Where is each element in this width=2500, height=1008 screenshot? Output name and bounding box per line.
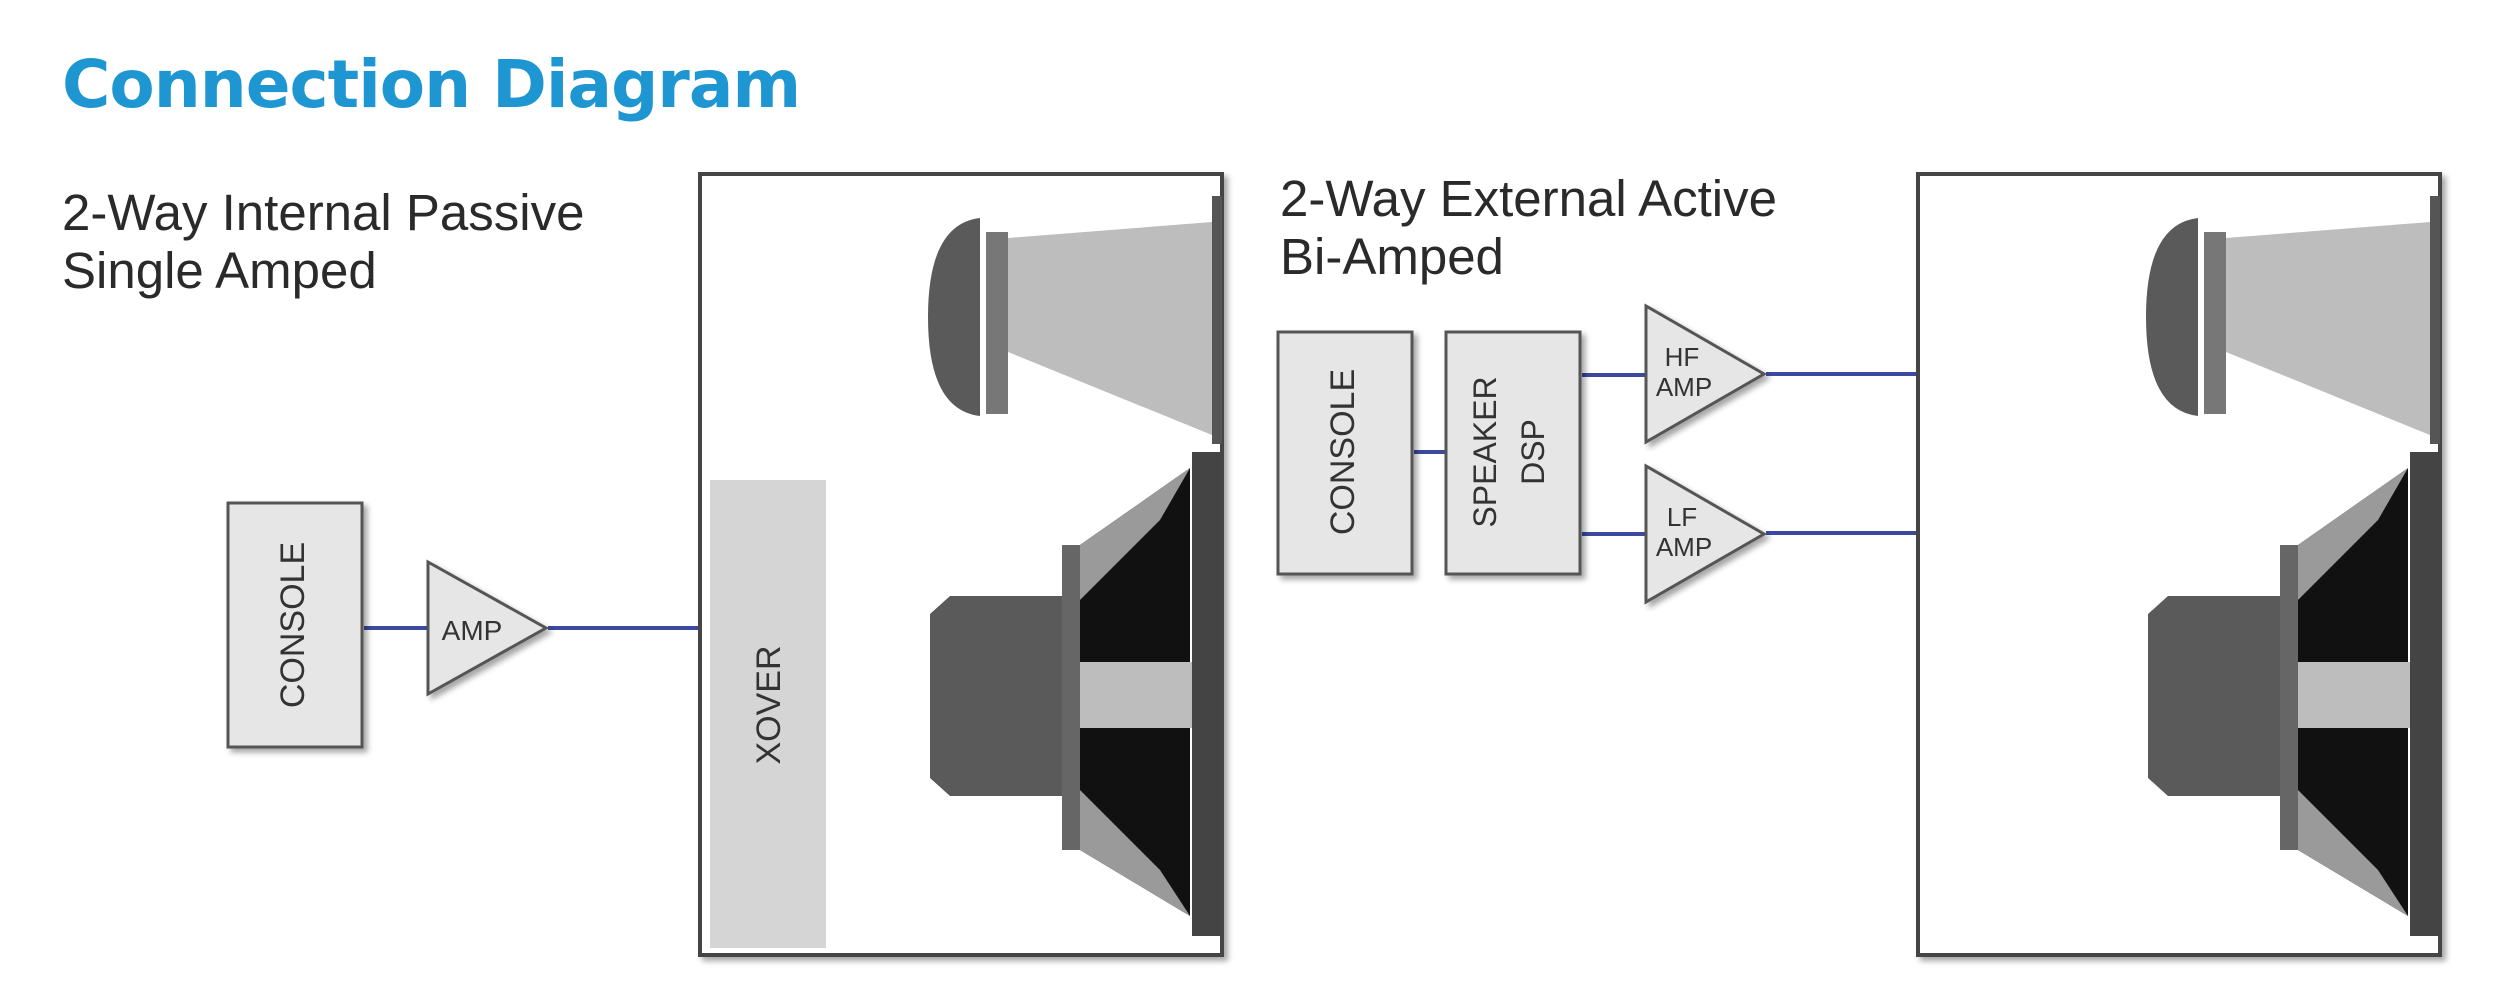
active-console-label: CONSOLE — [1324, 369, 1362, 535]
active-heading: 2-Way External Active Bi-Amped — [1280, 170, 1777, 286]
hf-amp: HF AMP — [1644, 303, 1768, 445]
passive-console-box: CONSOLE — [226, 501, 364, 749]
page-title: Connection Diagram — [62, 46, 801, 123]
passive-console-label: CONSOLE — [274, 542, 312, 708]
lf-amp-triangle — [1644, 463, 1768, 605]
speaker-dsp-box: SPEAKER DSP — [1444, 330, 1582, 576]
lf-amp-label-line1: LF — [1667, 502, 1697, 532]
passive-woofer — [930, 452, 1222, 936]
passive-amp: AMP — [426, 559, 550, 697]
active-heading-line2: Bi-Amped — [1280, 228, 1504, 285]
passive-horn-driver — [928, 196, 1222, 444]
horn-flare — [2226, 222, 2430, 435]
xover-label: XOVER — [750, 645, 788, 764]
passive-heading: 2-Way Internal Passive Single Amped — [62, 184, 584, 300]
active-horn-driver — [2146, 196, 2440, 444]
compression-driver-icon — [2146, 218, 2198, 416]
passive-system: CONSOLE AMP XOVER — [226, 172, 1224, 957]
passive-cabinet: XOVER — [698, 172, 1224, 957]
active-console-box: CONSOLE — [1276, 330, 1414, 576]
dsp-label-line2: DSP — [1515, 419, 1551, 485]
hf-amp-label-line1: HF — [1665, 342, 1700, 372]
lf-amp: LF AMP — [1644, 463, 1768, 605]
active-heading-line1: 2-Way External Active — [1280, 170, 1777, 227]
xover-block — [710, 480, 826, 948]
lf-amp-label-line2: AMP — [1656, 532, 1712, 562]
woofer-magnet-icon — [2148, 596, 2280, 796]
hf-amp-label-line2: AMP — [1656, 372, 1712, 402]
passive-heading-line1: 2-Way Internal Passive — [62, 184, 585, 241]
horn-flare — [1008, 222, 1212, 435]
active-cabinet — [1916, 172, 2442, 957]
dsp-label-line1: SPEAKER — [1467, 376, 1503, 527]
amp-triangle — [426, 559, 550, 697]
active-system: CONSOLE SPEAKER DSP HF AMP LF AMP — [1276, 172, 2442, 957]
active-woofer — [2148, 452, 2440, 936]
compression-driver-icon — [928, 218, 980, 416]
passive-heading-line2: Single Amped — [62, 242, 377, 299]
woofer-magnet-icon — [930, 596, 1062, 796]
hf-amp-triangle — [1644, 303, 1768, 445]
passive-amp-label: AMP — [442, 615, 503, 646]
